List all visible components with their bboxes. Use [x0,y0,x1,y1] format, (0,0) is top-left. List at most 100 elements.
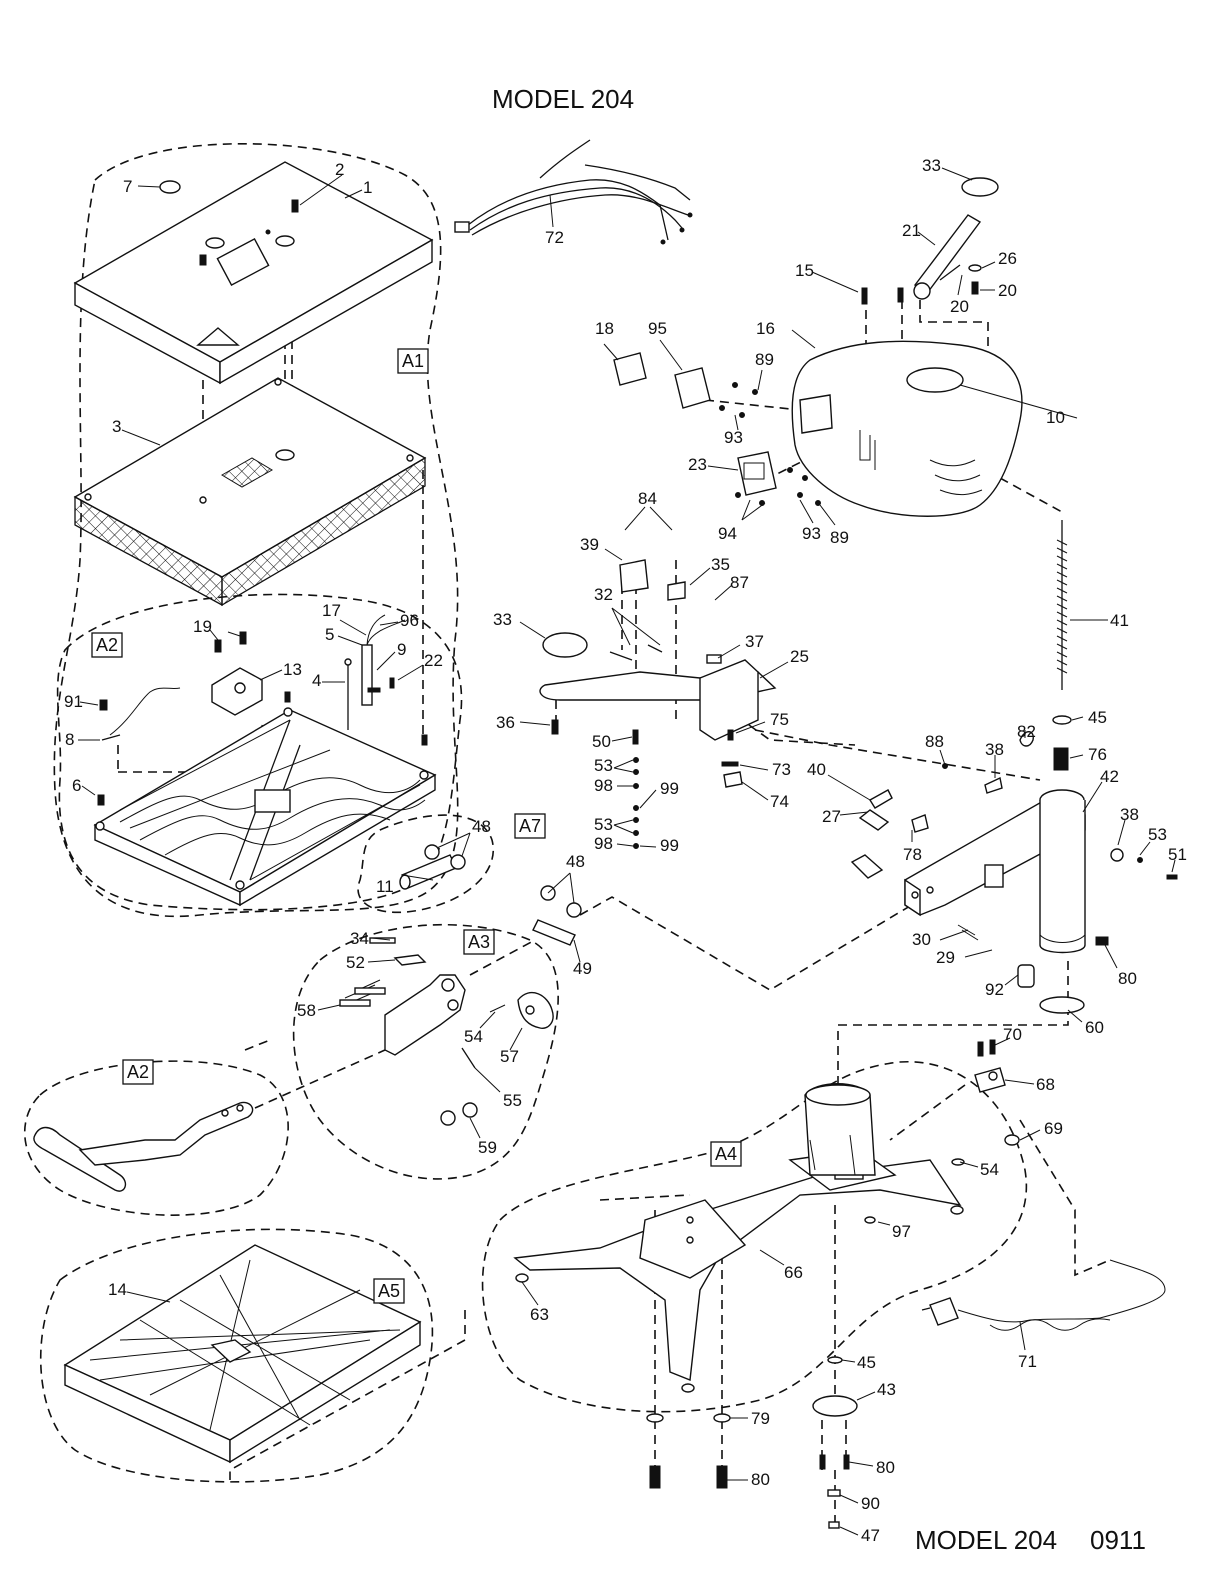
callout-57: 57 [500,1047,519,1066]
callout-3: 3 [112,417,121,436]
callout-30: 30 [912,930,931,949]
callout-9: 9 [397,640,406,659]
callout-53a: 53 [594,756,613,775]
callout-89b: 89 [830,528,849,547]
callout-21: 21 [902,221,921,240]
callout-42: 42 [1100,767,1119,786]
hinge-pin [399,844,466,890]
callout-10: 10 [1046,408,1065,427]
callout-19: 19 [193,617,212,636]
thermostat-block [211,631,263,716]
callout-18: 18 [595,319,614,338]
callout-79: 79 [751,1409,770,1428]
callout-27: 27 [822,807,841,826]
callout-68: 68 [1036,1075,1055,1094]
callout-29: 29 [936,948,955,967]
callout-7: 7 [123,177,132,196]
assembly-a2-handle-boundary [23,1060,289,1216]
part-callouts: 7 2 1 3 17 96 19 5 9 22 13 4 91 8 6 48 1… [64,156,1187,1545]
latch-parts [721,729,743,788]
callout-80c: 80 [751,1470,770,1489]
callout-60: 60 [1085,1018,1104,1037]
callout-99a: 99 [660,779,679,798]
callout-53b: 53 [594,815,613,834]
callout-96: 96 [400,611,419,630]
assembly-label-a3: A3 [463,929,495,955]
assembly-a2-heater-boundary [56,593,463,911]
callout-63: 63 [530,1305,549,1324]
callout-87: 87 [730,573,749,592]
callout-54a: 54 [464,1027,483,1046]
svg-text:A5: A5 [378,1281,400,1301]
callout-33a: 33 [922,156,941,175]
callout-89a: 89 [755,350,774,369]
svg-text:A3: A3 [468,932,490,952]
callout-48a: 48 [472,817,491,836]
press-handle [33,1101,254,1192]
callout-48b: 48 [566,852,585,871]
heater-plate [93,707,437,907]
callout-25: 25 [790,647,809,666]
callout-99b: 99 [660,836,679,855]
assembly-a3-boundary [292,923,559,1180]
callout-78: 78 [903,845,922,864]
callout-58: 58 [297,1001,316,1020]
assembly-a4-boundary [481,1061,1028,1413]
leader-lines [78,167,1176,1536]
svg-text:A4: A4 [715,1144,737,1164]
callout-70: 70 [1003,1025,1022,1044]
callout-47: 47 [861,1526,880,1545]
callout-13: 13 [283,660,302,679]
callout-32: 32 [594,585,613,604]
callout-39: 39 [580,535,599,554]
callout-76: 76 [1088,745,1107,764]
callout-16: 16 [756,319,775,338]
diagram-title: MODEL 204 [492,84,635,114]
callout-91: 91 [64,692,83,711]
callout-69: 69 [1044,1119,1063,1138]
callout-1: 1 [363,178,372,197]
washer-stack [632,729,639,849]
callout-88: 88 [925,732,944,751]
callout-38b: 38 [1120,805,1139,824]
switch-bracket [539,559,777,741]
head-cover [791,340,1023,517]
callout-23: 23 [688,455,707,474]
callout-40: 40 [807,760,826,779]
platen-cover [73,161,434,385]
callout-98a: 98 [594,776,613,795]
callout-20a: 20 [998,281,1017,300]
callout-41: 41 [1110,611,1129,630]
callout-33b: 33 [493,610,512,629]
callout-2: 2 [335,160,344,179]
callout-34: 34 [350,929,369,948]
callout-20b: 20 [950,297,969,316]
callout-4: 4 [312,671,321,690]
callout-90: 90 [861,1494,880,1513]
callout-22: 22 [424,651,443,670]
callout-14: 14 [108,1280,127,1299]
control-panels [613,352,821,506]
caution-hot-label [196,327,240,346]
callout-38a: 38 [985,740,1004,759]
press-base [513,1039,1020,1393]
callout-84: 84 [638,489,657,508]
assembly-a5-boundary [40,1228,434,1483]
callout-5: 5 [325,625,334,644]
callout-17: 17 [322,601,341,620]
callout-55: 55 [503,1091,522,1110]
callout-53c: 53 [1148,825,1167,844]
callout-43: 43 [877,1380,896,1399]
svg-text:A7: A7 [519,816,541,836]
callout-97: 97 [892,1222,911,1241]
svg-text:A2: A2 [127,1062,149,1082]
callout-37: 37 [745,632,764,651]
callout-8: 8 [65,730,74,749]
callout-50: 50 [592,732,611,751]
svg-text:A2: A2 [96,635,118,655]
callout-26: 26 [998,249,1017,268]
assembly-label-a2-handle: A2 [122,1059,154,1085]
assembly-a7-boundary [357,814,495,914]
assembly-label-a4: A4 [710,1141,742,1167]
